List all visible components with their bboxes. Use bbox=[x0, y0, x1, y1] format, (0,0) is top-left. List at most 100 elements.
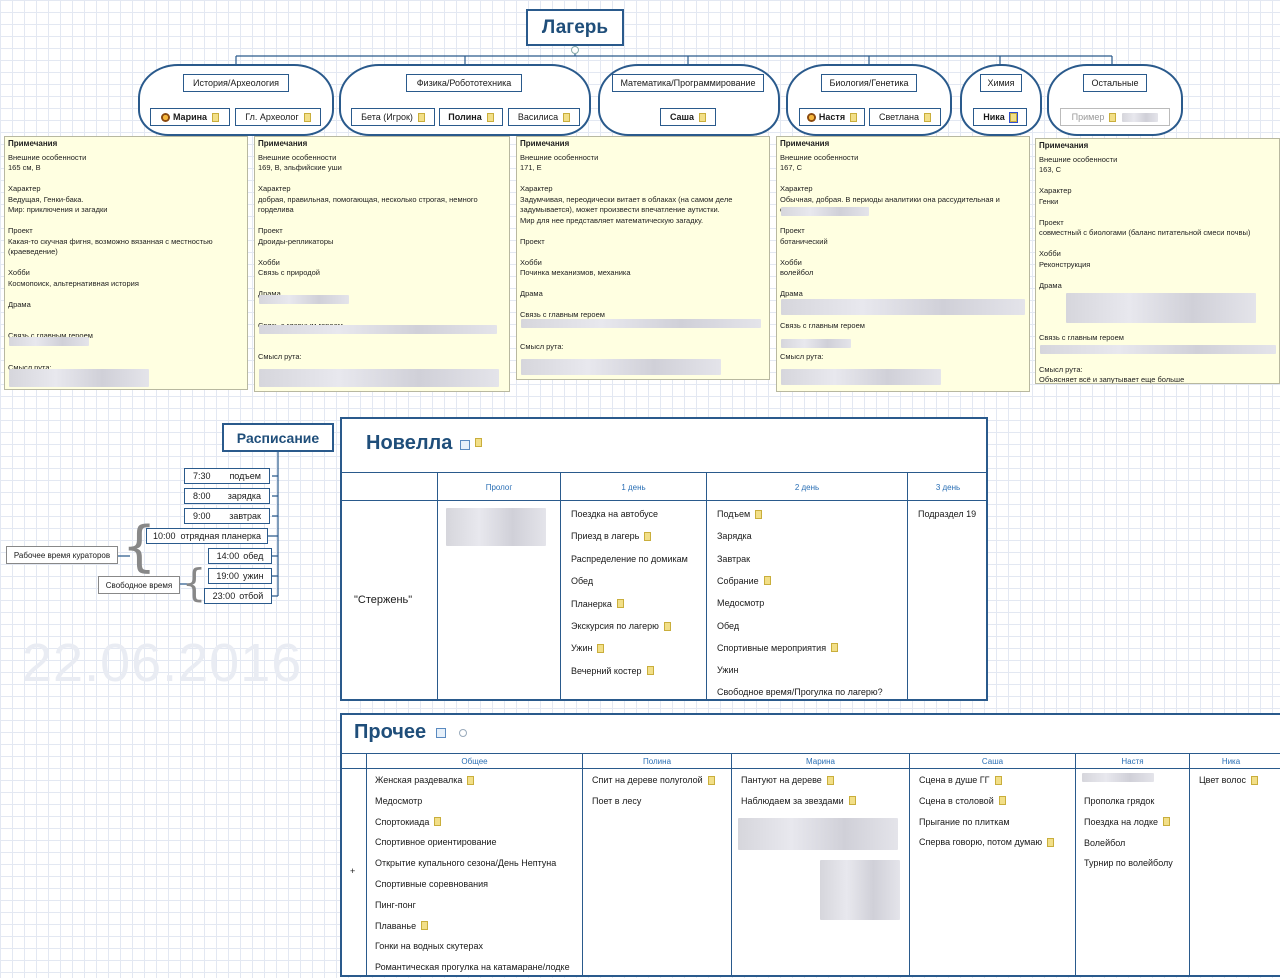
member-svetlana[interactable]: Светлана bbox=[869, 108, 941, 126]
note-icon[interactable] bbox=[998, 796, 1006, 806]
collapse-toggle-icon[interactable] bbox=[571, 46, 579, 54]
list-item[interactable]: Сцена в столовой bbox=[919, 796, 1006, 806]
curator-time-label[interactable]: Рабочее время кураторов bbox=[6, 546, 118, 564]
list-item[interactable]: Ужин bbox=[571, 643, 605, 653]
list-item[interactable]: Спортивное ориентирование bbox=[375, 837, 497, 848]
list-item[interactable]: Подраздел 19 bbox=[918, 509, 977, 519]
column-header[interactable]: Саша bbox=[981, 757, 1004, 766]
note-icon[interactable] bbox=[303, 112, 311, 122]
column-header[interactable]: Марина bbox=[806, 757, 835, 766]
note-icon[interactable] bbox=[212, 112, 220, 122]
group-math[interactable]: Математика/Программирование bbox=[612, 74, 764, 92]
group-chemistry[interactable]: Химия bbox=[980, 74, 1022, 92]
note-icon[interactable] bbox=[563, 112, 571, 122]
note-icon[interactable] bbox=[434, 817, 442, 827]
column-header[interactable]: 2 день bbox=[794, 483, 820, 492]
list-item[interactable]: Открытие купального сезона/День Нептуна bbox=[375, 858, 557, 869]
list-item[interactable]: Собрание bbox=[717, 576, 771, 586]
column-header[interactable]: Пролог bbox=[485, 483, 513, 492]
list-item[interactable]: Спортокиада bbox=[375, 817, 442, 827]
note-icon[interactable] bbox=[848, 796, 856, 806]
column-header[interactable]: 3 день bbox=[935, 483, 961, 492]
group-biology[interactable]: Биология/Генетика bbox=[821, 74, 917, 92]
expand-row-button[interactable]: + bbox=[350, 866, 356, 876]
note-icon[interactable] bbox=[924, 112, 932, 122]
note-icon[interactable] bbox=[1251, 775, 1259, 785]
list-item[interactable]: Ужин bbox=[717, 665, 739, 676]
note-icon[interactable] bbox=[755, 509, 763, 519]
note-icon[interactable] bbox=[1008, 111, 1018, 123]
note-icon[interactable] bbox=[1163, 817, 1171, 827]
list-item[interactable]: Завтрак bbox=[717, 553, 751, 564]
member-nastya[interactable]: Настя bbox=[799, 108, 865, 126]
list-item[interactable]: Поездка на лодке bbox=[1084, 817, 1171, 827]
list-item[interactable]: Поездка на автобусе bbox=[571, 509, 659, 519]
list-item[interactable]: Медосмотр bbox=[375, 795, 423, 806]
list-item[interactable]: Женская раздевалка bbox=[375, 775, 475, 785]
note-icon[interactable] bbox=[646, 666, 654, 676]
member-vasilisa[interactable]: Василиса bbox=[508, 108, 580, 126]
schedule-title[interactable]: Расписание bbox=[222, 423, 334, 452]
list-item[interactable]: Планерка bbox=[571, 599, 624, 609]
note-icon[interactable] bbox=[1047, 837, 1055, 847]
list-item[interactable]: Сперва говорю, потом думаю bbox=[919, 837, 1055, 847]
list-item[interactable]: Обед bbox=[571, 576, 594, 587]
member-nika[interactable]: Ника bbox=[973, 108, 1027, 126]
note-icon[interactable] bbox=[421, 921, 429, 931]
column-header[interactable]: Ника bbox=[1221, 757, 1241, 766]
row-label[interactable]: "Стержень" bbox=[354, 594, 413, 606]
note-icon[interactable] bbox=[663, 621, 671, 631]
group-physics[interactable]: Физика/Робототехника bbox=[406, 74, 522, 92]
list-item[interactable]: Сцена в душе ГГ bbox=[919, 775, 1002, 785]
list-item[interactable]: Распределение по домикам bbox=[571, 553, 688, 564]
list-item[interactable]: Обед bbox=[717, 620, 740, 631]
free-time-label[interactable]: Свободное время bbox=[98, 576, 180, 594]
note-icon[interactable] bbox=[597, 643, 605, 653]
list-item[interactable]: Вечерний костер bbox=[571, 666, 654, 676]
list-item[interactable]: Поет в лесу bbox=[592, 795, 642, 806]
list-item[interactable]: Турнир по волейболу bbox=[1084, 858, 1173, 869]
list-item[interactable]: Зарядка bbox=[717, 531, 752, 542]
list-item[interactable]: Свободное время/Прогулка по лагерю? bbox=[717, 687, 883, 698]
list-item[interactable]: Спортивные соревнования bbox=[375, 879, 488, 889]
member-polina[interactable]: Полина bbox=[439, 108, 503, 126]
column-header[interactable]: Общее bbox=[461, 757, 488, 766]
other-title[interactable]: Прочее bbox=[354, 721, 467, 744]
note-icon[interactable] bbox=[644, 531, 652, 541]
note-icon[interactable] bbox=[699, 112, 707, 122]
list-item[interactable]: Экскурсия по лагерю bbox=[571, 621, 671, 631]
root-topic[interactable]: Лагерь bbox=[526, 9, 624, 46]
list-item[interactable]: Цвет волос bbox=[1199, 775, 1259, 785]
note-icon[interactable] bbox=[486, 112, 494, 122]
group-history[interactable]: История/Археология bbox=[183, 74, 289, 92]
list-item[interactable]: Подъем bbox=[717, 509, 763, 519]
note-icon[interactable] bbox=[850, 112, 858, 122]
table-icon[interactable] bbox=[436, 728, 446, 738]
list-item[interactable]: Пинг-понг bbox=[375, 899, 416, 910]
member-sasha[interactable]: Саша bbox=[660, 108, 716, 126]
member-marina[interactable]: Марина bbox=[150, 108, 230, 126]
member-example[interactable]: Пример bbox=[1060, 108, 1170, 126]
note-icon[interactable] bbox=[994, 775, 1002, 785]
note-icon[interactable] bbox=[475, 438, 482, 447]
column-header[interactable]: Полина bbox=[642, 757, 672, 766]
note-icon[interactable] bbox=[763, 576, 771, 586]
collapse-toggle-icon[interactable] bbox=[459, 729, 467, 737]
member-archaeologist[interactable]: Гл. Археолог bbox=[235, 108, 321, 126]
note-icon[interactable] bbox=[831, 643, 839, 653]
note-icon[interactable] bbox=[467, 775, 475, 785]
list-item[interactable]: Романтическая прогулка на катамаране/лод… bbox=[375, 962, 570, 973]
list-item[interactable]: Прополка грядок bbox=[1084, 796, 1155, 806]
list-item[interactable]: Гонки на водных скутерах bbox=[375, 941, 483, 952]
note-icon[interactable] bbox=[826, 775, 834, 785]
member-beta[interactable]: Бета (Игрок) bbox=[351, 108, 435, 126]
list-item[interactable]: Приезд в лагерь bbox=[571, 531, 652, 541]
list-item[interactable]: Наблюдаем за звездами bbox=[741, 796, 856, 806]
